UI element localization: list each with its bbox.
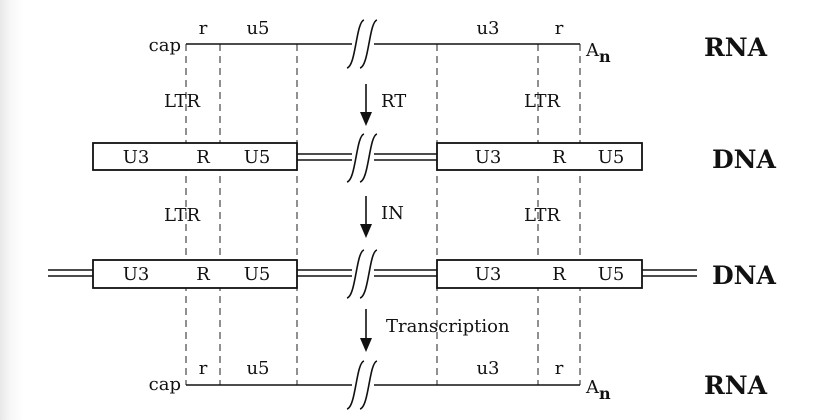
- ltr-box-right: [436, 259, 643, 289]
- box-segment-u5: U5: [244, 264, 271, 285]
- arrow-down-icon: [360, 224, 372, 238]
- dashed-guides: [185, 44, 581, 385]
- sequence-break-symbols: [346, 19, 378, 410]
- box-segment-u3: U3: [475, 264, 502, 285]
- segment-label-r: r: [199, 18, 208, 39]
- ltr-label-right: LTR: [524, 205, 560, 226]
- ltr-box-left: [92, 259, 298, 289]
- row-type-rna: RNA: [704, 371, 768, 400]
- poly-a-label: An: [585, 40, 611, 66]
- row-type-dna: DNA: [712, 261, 777, 290]
- box-segment-r: R: [196, 147, 210, 168]
- segment-label-u5: u5: [246, 358, 269, 379]
- dna-row-2: U3 R U5 U3 R U5 DNA: [48, 259, 777, 290]
- segment-label-u3: u3: [476, 358, 499, 379]
- step-label-in: IN: [381, 203, 404, 224]
- box-segment-u5: U5: [598, 147, 625, 168]
- segment-label-r: r: [555, 358, 564, 379]
- box-segment-u5: U5: [598, 264, 625, 285]
- break-symbol-icon: [346, 19, 378, 69]
- box-segment-r: R: [552, 147, 566, 168]
- segment-label-u5: u5: [246, 18, 269, 39]
- step-arrow-rt: RT: [360, 84, 406, 126]
- arrow-down-icon: [360, 338, 372, 352]
- ltr-box-left: [92, 142, 298, 171]
- ltr-label-left: LTR: [164, 91, 200, 112]
- arrow-down-icon: [360, 112, 372, 126]
- cap-label: cap: [149, 374, 181, 395]
- break-symbol-icon: [346, 360, 378, 410]
- step-label-rt: RT: [381, 91, 406, 112]
- box-segment-u3: U3: [123, 147, 150, 168]
- box-segment-r: R: [196, 264, 210, 285]
- box-segment-u3: U3: [123, 264, 150, 285]
- rna-row-top: cap r u5 u3 r An RNA: [149, 18, 768, 66]
- rna-row-bottom: cap r u5 u3 r An RNA: [149, 358, 768, 403]
- box-segment-r: R: [552, 264, 566, 285]
- dna-row-1: U3 R U5 U3 R U5 DNA: [92, 142, 777, 174]
- step-label-transcription: Transcription: [386, 316, 510, 337]
- segment-label-r: r: [555, 18, 564, 39]
- box-segment-u3: U3: [475, 147, 502, 168]
- ltr-label-right: LTR: [524, 91, 560, 112]
- box-segment-u5: U5: [244, 147, 271, 168]
- ltr-box-right: [436, 142, 643, 171]
- ltr-label-left: LTR: [164, 205, 200, 226]
- row-type-dna: DNA: [712, 145, 777, 174]
- cap-label: cap: [149, 35, 181, 56]
- break-symbol-icon: [346, 133, 378, 183]
- step-arrow-in: IN: [360, 196, 404, 238]
- row-type-rna: RNA: [704, 33, 768, 62]
- poly-a-label: An: [585, 377, 611, 403]
- break-symbol-icon: [346, 249, 378, 299]
- step-arrow-transcription: Transcription: [360, 309, 510, 352]
- segment-label-u3: u3: [476, 18, 499, 39]
- segment-label-r: r: [199, 358, 208, 379]
